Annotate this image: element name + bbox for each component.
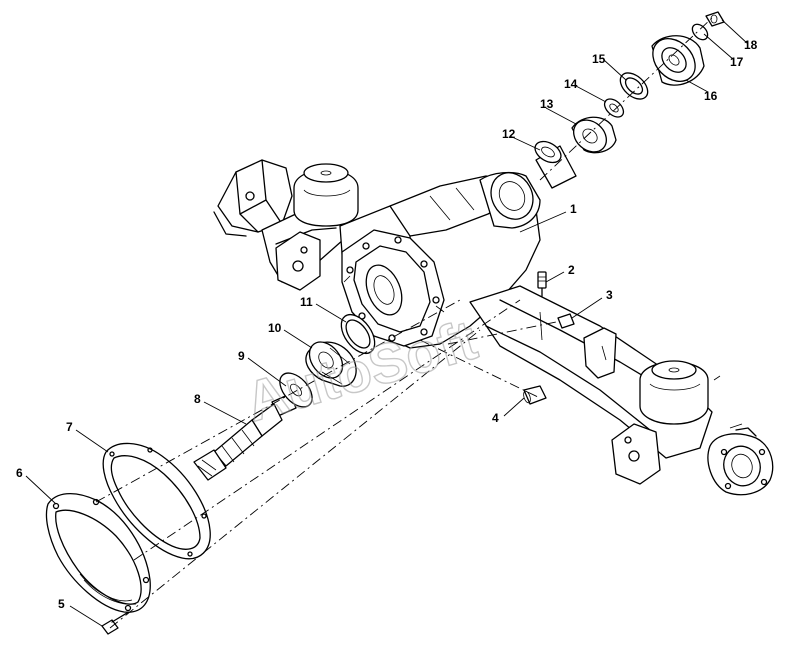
breather-plug[interactable] <box>537 271 547 297</box>
output-flange[interactable] <box>644 30 705 90</box>
adjusting-ring[interactable] <box>615 68 652 104</box>
callout-1: 1 <box>570 202 577 216</box>
callout-12: 12 <box>502 127 516 141</box>
plug[interactable] <box>557 313 575 329</box>
callout-11: 11 <box>300 295 313 309</box>
callout-16: 16 <box>704 89 718 103</box>
callout-7: 7 <box>66 420 73 434</box>
spacer-sleeve[interactable] <box>531 137 577 189</box>
callout-10: 10 <box>268 321 282 335</box>
pinion-bearing[interactable] <box>303 336 357 387</box>
callout-9: 9 <box>238 349 245 363</box>
pinion-shaft[interactable] <box>193 393 297 481</box>
callout-17: 17 <box>730 55 744 69</box>
axle-housing[interactable] <box>213 159 774 496</box>
callout-5: 5 <box>58 597 65 611</box>
flange-washer[interactable] <box>689 21 710 42</box>
callout-4: 4 <box>492 411 499 425</box>
flange-nut[interactable] <box>705 11 725 27</box>
callout-labels: 1 2 3 4 5 6 7 8 9 10 11 12 13 14 15 16 1… <box>16 38 758 611</box>
differential-bearing[interactable] <box>567 114 617 159</box>
callout-14: 14 <box>564 77 578 91</box>
callout-18: 18 <box>744 38 758 52</box>
callout-15: 15 <box>592 52 606 66</box>
assembly-centerlines <box>95 17 713 629</box>
axle-cover[interactable] <box>45 493 151 613</box>
callout-3: 3 <box>606 288 613 302</box>
seal-ring[interactable] <box>335 309 382 360</box>
callout-8: 8 <box>194 392 201 406</box>
drain-plug[interactable] <box>522 385 547 405</box>
callout-6: 6 <box>16 466 23 480</box>
thrust-washer[interactable] <box>601 95 627 120</box>
leader-lines <box>25 19 749 627</box>
callout-2: 2 <box>568 263 575 277</box>
callout-13: 13 <box>540 97 554 111</box>
